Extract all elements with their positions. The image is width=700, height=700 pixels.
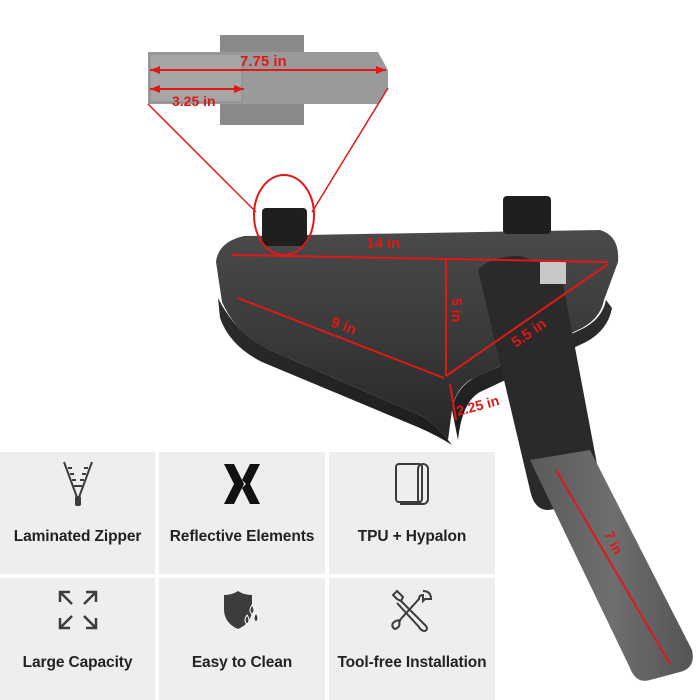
strap-velcro-patch	[149, 53, 243, 103]
height-label: 5 in	[449, 298, 465, 322]
velcro-strap-upper	[478, 256, 601, 510]
top-length-label: 14 in	[366, 235, 400, 252]
wrench-screwdriver-icon	[388, 586, 436, 634]
feature-tool-free-installation: Tool-free Installation	[329, 578, 495, 700]
feature-label: Laminated Zipper	[13, 528, 142, 545]
top-strap-left	[262, 208, 307, 246]
material-roll-icon	[388, 460, 436, 508]
feature-label: Easy to Clean	[191, 654, 293, 671]
feature-easy-to-clean: Easy to Clean	[159, 578, 325, 700]
bag-bottom-edge	[218, 298, 452, 445]
feature-laminated-zipper: Laminated Zipper	[0, 452, 155, 574]
arrowhead	[234, 85, 244, 93]
top-length-line	[231, 254, 609, 263]
arrowhead	[376, 66, 386, 74]
strap-length-label: 7.75 in	[240, 53, 287, 70]
bottom-length-line	[237, 297, 445, 379]
strap-width-label: 3.25 in	[172, 93, 216, 109]
frame-bag	[216, 174, 693, 681]
zoom-line-right	[311, 87, 389, 213]
feature-label: TPU + Hypalon	[357, 528, 467, 545]
velcro-length-line	[555, 469, 671, 665]
arrowhead	[150, 66, 160, 74]
top-strap-right	[503, 196, 551, 234]
feature-reflective-elements: Reflective Elements	[159, 452, 325, 574]
reflective-patch	[540, 262, 566, 284]
feature-label: Tool-free Installation	[337, 654, 487, 671]
strap-detail: 7.75 in 3.25 in	[148, 35, 388, 125]
reflective-x-icon	[218, 460, 266, 508]
feature-label: Large Capacity	[22, 654, 133, 671]
feature-tpu-hypalon: TPU + Hypalon	[329, 452, 495, 574]
arrowhead	[150, 85, 160, 93]
zipper-icon	[54, 460, 102, 508]
feature-label: Reflective Elements	[169, 528, 315, 545]
depth-line	[449, 383, 457, 421]
expand-arrows-icon	[54, 586, 102, 634]
zoom-line-left	[147, 103, 257, 213]
shield-droplets-icon	[218, 586, 266, 634]
feature-grid: Laminated Zipper Reflective Elements TPU…	[0, 452, 495, 700]
side-length-line	[445, 263, 609, 377]
feature-large-capacity: Large Capacity	[0, 578, 155, 700]
